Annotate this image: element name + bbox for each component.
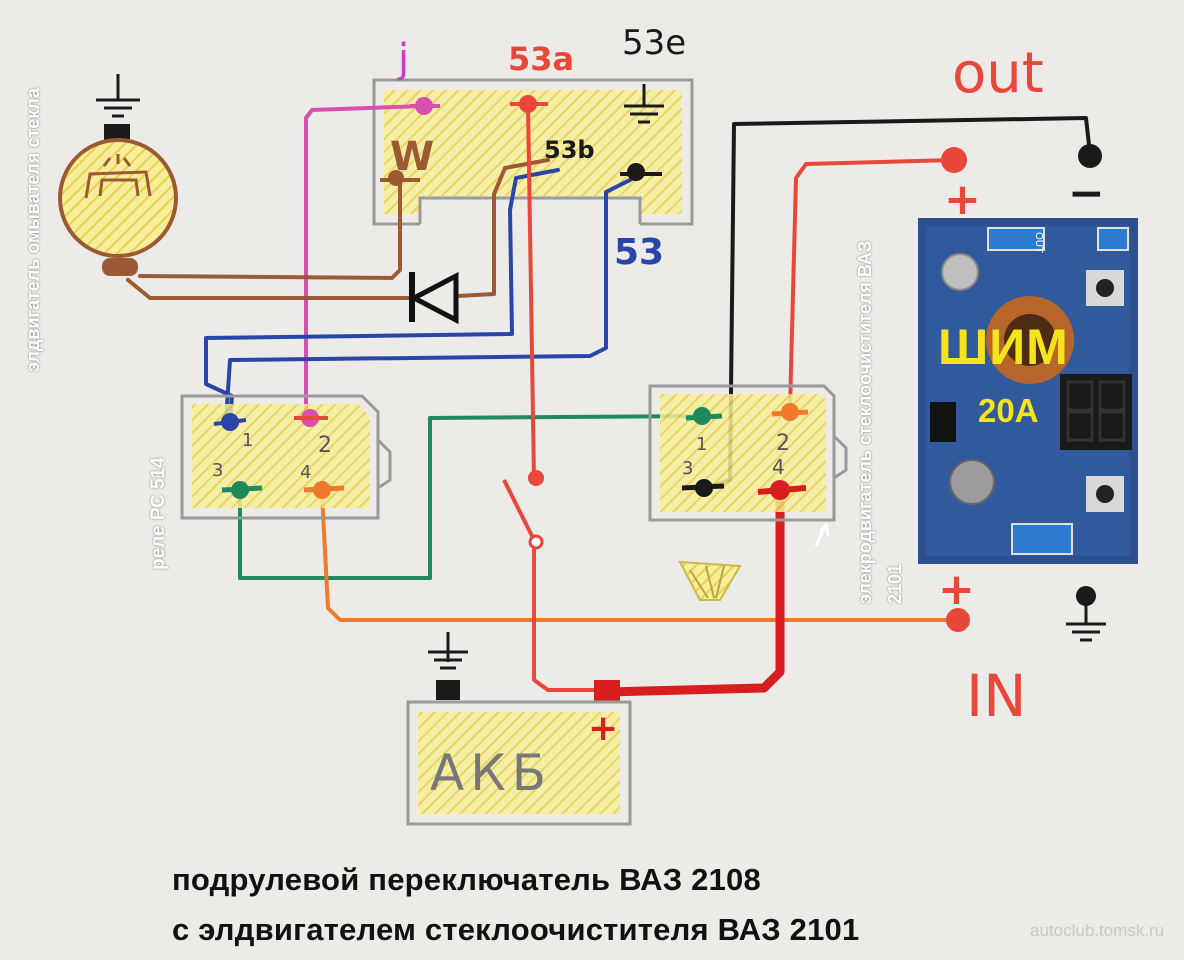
switch-terminals	[380, 84, 664, 186]
pwm-out-minus-terminal	[1078, 144, 1102, 168]
relay-2: 1 2 3 4	[648, 384, 848, 547]
svg-text:2: 2	[318, 433, 332, 458]
pwm-connector-top	[987, 227, 1045, 251]
wire-red-53a	[526, 102, 536, 482]
relay-1: 1 2 3 4	[180, 394, 392, 520]
in-plus-sign: +	[938, 564, 975, 615]
label-53b: 53b	[544, 136, 595, 164]
wire-brown-53b	[456, 158, 550, 298]
label-j: j	[397, 36, 409, 82]
wiper-motor-label: элекродвигатель стеклоочистителя ВАЗ 210…	[855, 240, 905, 604]
in-label: IN	[966, 662, 1027, 730]
wire-red-out	[788, 158, 956, 410]
washer-icon	[84, 170, 152, 199]
pwm-in-ground	[1066, 586, 1106, 642]
label-53: 53	[614, 232, 664, 273]
pwm-out-plus-terminal	[941, 147, 967, 173]
pwm-button-icon	[1096, 279, 1114, 297]
out-minus-sign: −	[1068, 168, 1105, 219]
battery-label: АКБ	[430, 744, 552, 802]
svg-text:OUT: OUT	[1033, 232, 1044, 253]
washer-motor	[58, 74, 178, 276]
wire-brown-motor	[126, 278, 412, 300]
out-plus-sign: +	[944, 174, 981, 225]
wires	[126, 102, 1092, 697]
relay2-outline	[648, 384, 836, 522]
wire-magenta	[304, 104, 426, 412]
pwm-amps: 20А	[978, 392, 1039, 429]
caption-line-2: с элдвигателем стеклоочистителя ВАЗ 2101	[172, 912, 860, 947]
pointer-arrow-icon	[814, 523, 830, 547]
label-53e: 53e	[622, 23, 686, 63]
wire-brown-w	[138, 174, 402, 280]
wire-red-thick	[603, 485, 785, 697]
svg-text:1: 1	[696, 434, 707, 455]
pwm-connector-bottom	[1011, 523, 1073, 555]
battery-plus-sign: +	[588, 708, 618, 749]
knife-contact-top	[528, 470, 544, 486]
svg-text:2: 2	[776, 431, 790, 456]
diode-icon	[408, 271, 459, 325]
label-53a: 53a	[508, 40, 574, 78]
battery-minus-terminal	[436, 680, 460, 700]
caption-line-1: подрулевой переключатель ВАЗ 2108	[172, 862, 761, 897]
svg-text:3: 3	[682, 458, 693, 479]
wiper-icon	[678, 560, 742, 601]
watermark: autoclub.tomsk.ru	[1030, 921, 1165, 940]
svg-text:4: 4	[300, 462, 311, 483]
label-w: W	[390, 134, 434, 180]
svg-text:4: 4	[772, 455, 785, 479]
svg-text:3: 3	[212, 460, 223, 481]
knife-contact-bottom	[528, 534, 544, 550]
wire-red-battery	[532, 538, 606, 692]
svg-text:1: 1	[242, 430, 253, 451]
wire-orange	[320, 492, 960, 622]
wire-blue-53	[224, 174, 640, 422]
out-label: out	[952, 41, 1044, 106]
wire-green	[238, 414, 702, 580]
battery-plus-terminal	[594, 680, 620, 702]
pwm-title: ШИМ	[938, 319, 1069, 375]
battery-outline	[406, 700, 632, 826]
pwm-module: OUT	[918, 218, 1138, 564]
relay1-label: реле РС 514	[148, 457, 169, 570]
switch-hatch	[384, 90, 682, 214]
pwm-in-plus-terminal	[946, 608, 970, 632]
motor-body	[58, 138, 178, 258]
pwm-capacitor-icon	[941, 253, 979, 291]
switch-knife	[502, 470, 544, 550]
battery: + АКБ	[406, 632, 632, 826]
relay1-outline	[180, 394, 380, 520]
washer-motor-label: элдвигатель омывателя стекла	[23, 88, 43, 372]
